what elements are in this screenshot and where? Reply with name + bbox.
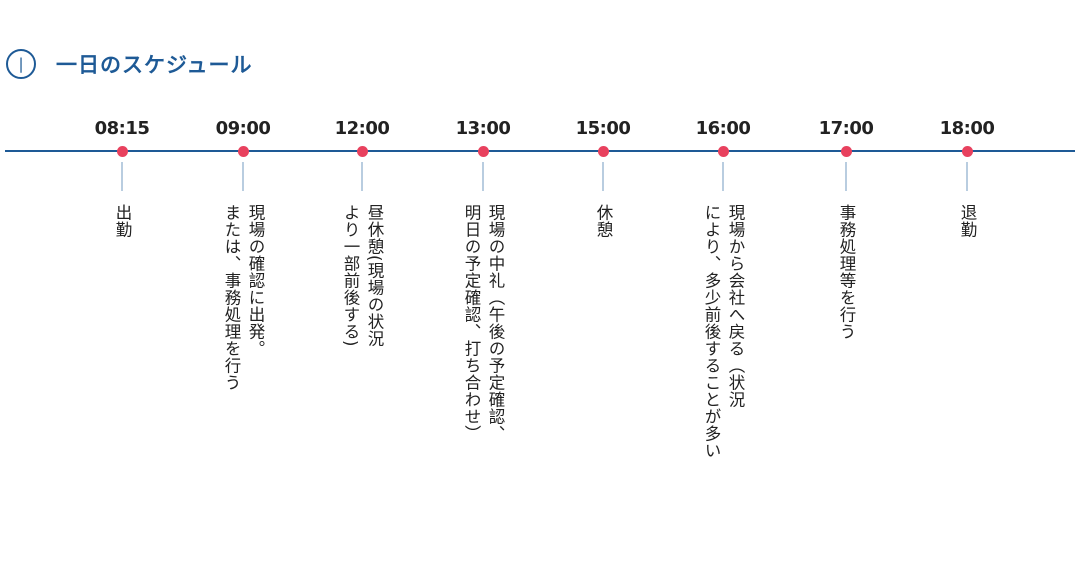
event-time: 13:00 <box>455 118 511 139</box>
event-description: 現場の確認に出発。 または、事務処理を行う <box>222 204 265 391</box>
event-time: 17:00 <box>818 118 874 139</box>
event-time: 18:00 <box>939 118 995 139</box>
event-time: 09:00 <box>215 118 271 139</box>
event-description: 休憩 <box>594 204 613 238</box>
timeline-dot <box>116 146 128 157</box>
timeline-dot <box>717 146 729 157</box>
event-description-wrap: 昼休憩(現場の状況 より一部前後する) <box>302 204 422 554</box>
timeline-tick <box>121 162 123 191</box>
section-number: | <box>18 54 24 73</box>
event-description-wrap: 退勤 <box>907 204 1027 554</box>
timeline-tick <box>361 162 363 191</box>
event-description-wrap: 出勤 <box>62 204 182 554</box>
timeline-line <box>5 150 1075 152</box>
event-description: 出勤 <box>113 204 132 238</box>
event-time: 16:00 <box>695 118 751 139</box>
event-description-wrap: 休憩 <box>543 204 663 554</box>
section-header: | 一日のスケジュール <box>6 46 253 82</box>
timeline-tick <box>242 162 244 191</box>
event-description: 退勤 <box>958 204 977 238</box>
timeline-dot <box>356 146 368 157</box>
timeline-tick <box>845 162 847 191</box>
event-description-wrap: 現場の確認に出発。 または、事務処理を行う <box>183 204 303 554</box>
timeline-dot <box>597 146 609 157</box>
timeline-tick <box>482 162 484 191</box>
timeline-tick <box>722 162 724 191</box>
timeline-dot <box>961 146 973 157</box>
event-description-wrap: 現場から会社へ戻る（状況 により、多少前後することが多い <box>663 204 783 554</box>
section-title: 一日のスケジュール <box>56 53 253 77</box>
timeline-dot <box>477 146 489 157</box>
timeline-dot <box>840 146 852 157</box>
event-time: 12:00 <box>334 118 390 139</box>
section-number-badge: | <box>6 49 36 79</box>
event-time: 08:15 <box>94 118 150 139</box>
timeline-tick <box>602 162 604 191</box>
timeline-dot <box>237 146 249 157</box>
event-description-wrap: 事務処理等を行う <box>786 204 906 554</box>
event-description: 事務処理等を行う <box>837 204 856 340</box>
timeline-tick <box>966 162 968 191</box>
event-time: 15:00 <box>575 118 631 139</box>
event-description: 昼休憩(現場の状況 より一部前後する) <box>341 204 384 347</box>
event-description-wrap: 現場の中礼（午後の予定確認、 明日の予定確認、打ち合わせ） <box>423 204 543 554</box>
event-description: 現場の中礼（午後の予定確認、 明日の予定確認、打ち合わせ） <box>462 204 505 442</box>
event-description: 現場から会社へ戻る（状況 により、多少前後することが多い <box>702 204 745 459</box>
